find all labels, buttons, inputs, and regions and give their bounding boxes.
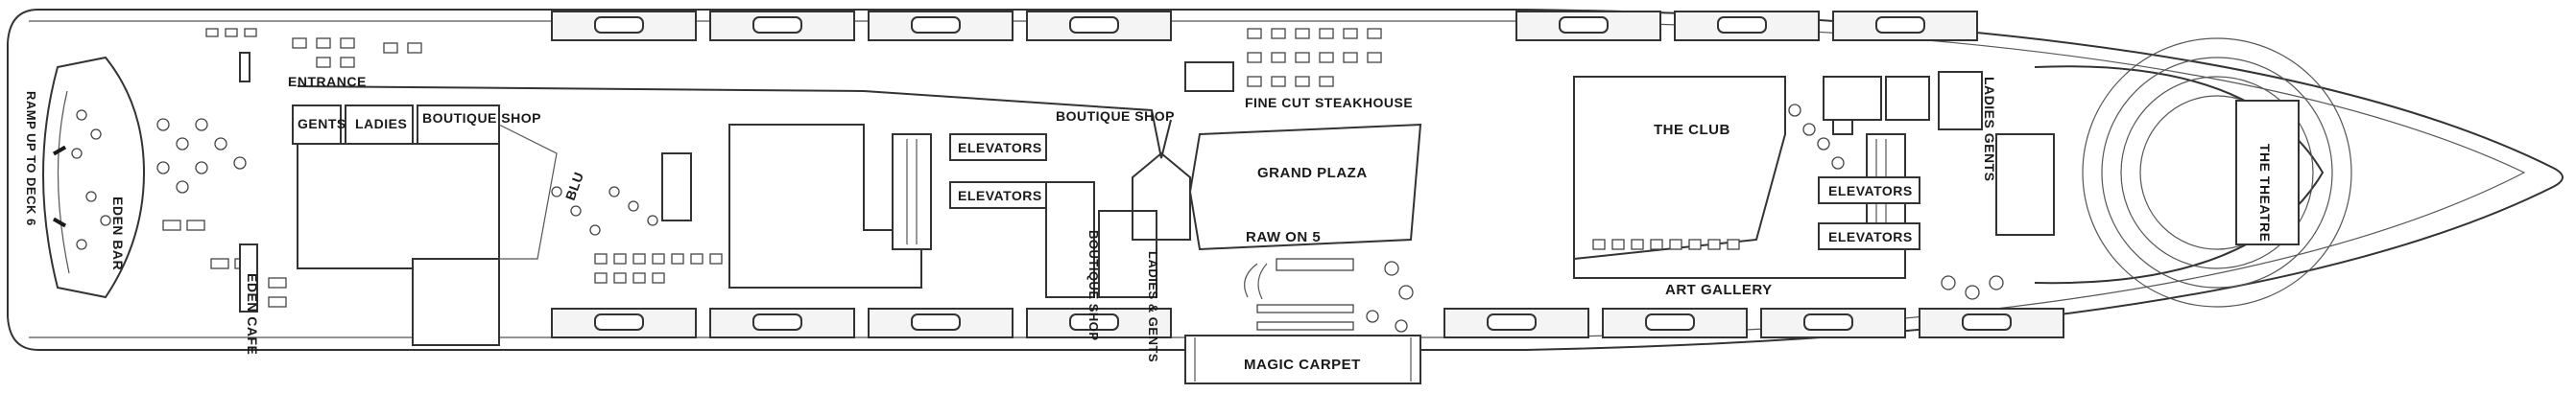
eden-bar-label: EDEN BAR [110,197,126,270]
grand-plaza-label: GRAND PLAZA [1257,165,1368,181]
eden-cafe-label: EDEN CAFE [245,273,260,355]
ladies-gents-fwd-label: LADIES GENTS [1982,77,1997,181]
eden-area [42,28,422,313]
mid-area [297,28,1422,384]
fwd-mid-area [1573,71,2004,300]
boutique-shop-mid-label: BOUTIQUE SHOP [1086,230,1101,341]
the-club-label: THE CLUB [1654,122,1730,138]
elevators-fwd-bottom-label: ELEVATORS [1828,229,1913,244]
boutique-shop-left-label: BOUTIQUE SHOP [422,110,541,126]
lifeboats-top [551,11,1978,41]
ship-hull [7,9,2564,351]
the-theatre-label: THE THEATRE [2257,144,2273,242]
lifeboats-bottom [551,308,2064,338]
blu-label: BLU [562,170,586,202]
theatre [1995,37,2352,308]
ramp-label: RAMP UP TO DECK 6 [24,91,38,226]
deck-labels: RAMP UP TO DECK 6 EDEN BAR EDEN CAFE ENT… [24,74,2273,373]
raw-on-5-label: RAW ON 5 [1246,229,1321,245]
boutique-shop-top-label: BOUTIQUE SHOP [1056,108,1175,124]
entrance-label: ENTRANCE [288,74,367,89]
fine-cut-label: FINE CUT STEAKHOUSE [1245,95,1413,110]
art-gallery-label: ART GALLERY [1665,282,1773,298]
elevators-mid-bottom-label: ELEVATORS [958,188,1042,203]
magic-carpet-label: MAGIC CARPET [1244,357,1361,373]
ladies-gents-mid-label: LADIES & GENTS [1146,251,1160,362]
gents-label: GENTS [298,116,346,131]
aft-rooms [292,104,723,346]
elevators-mid-top-label: ELEVATORS [958,140,1042,155]
ladies-label: LADIES [355,116,407,131]
elevators-fwd-top-label: ELEVATORS [1828,183,1913,198]
